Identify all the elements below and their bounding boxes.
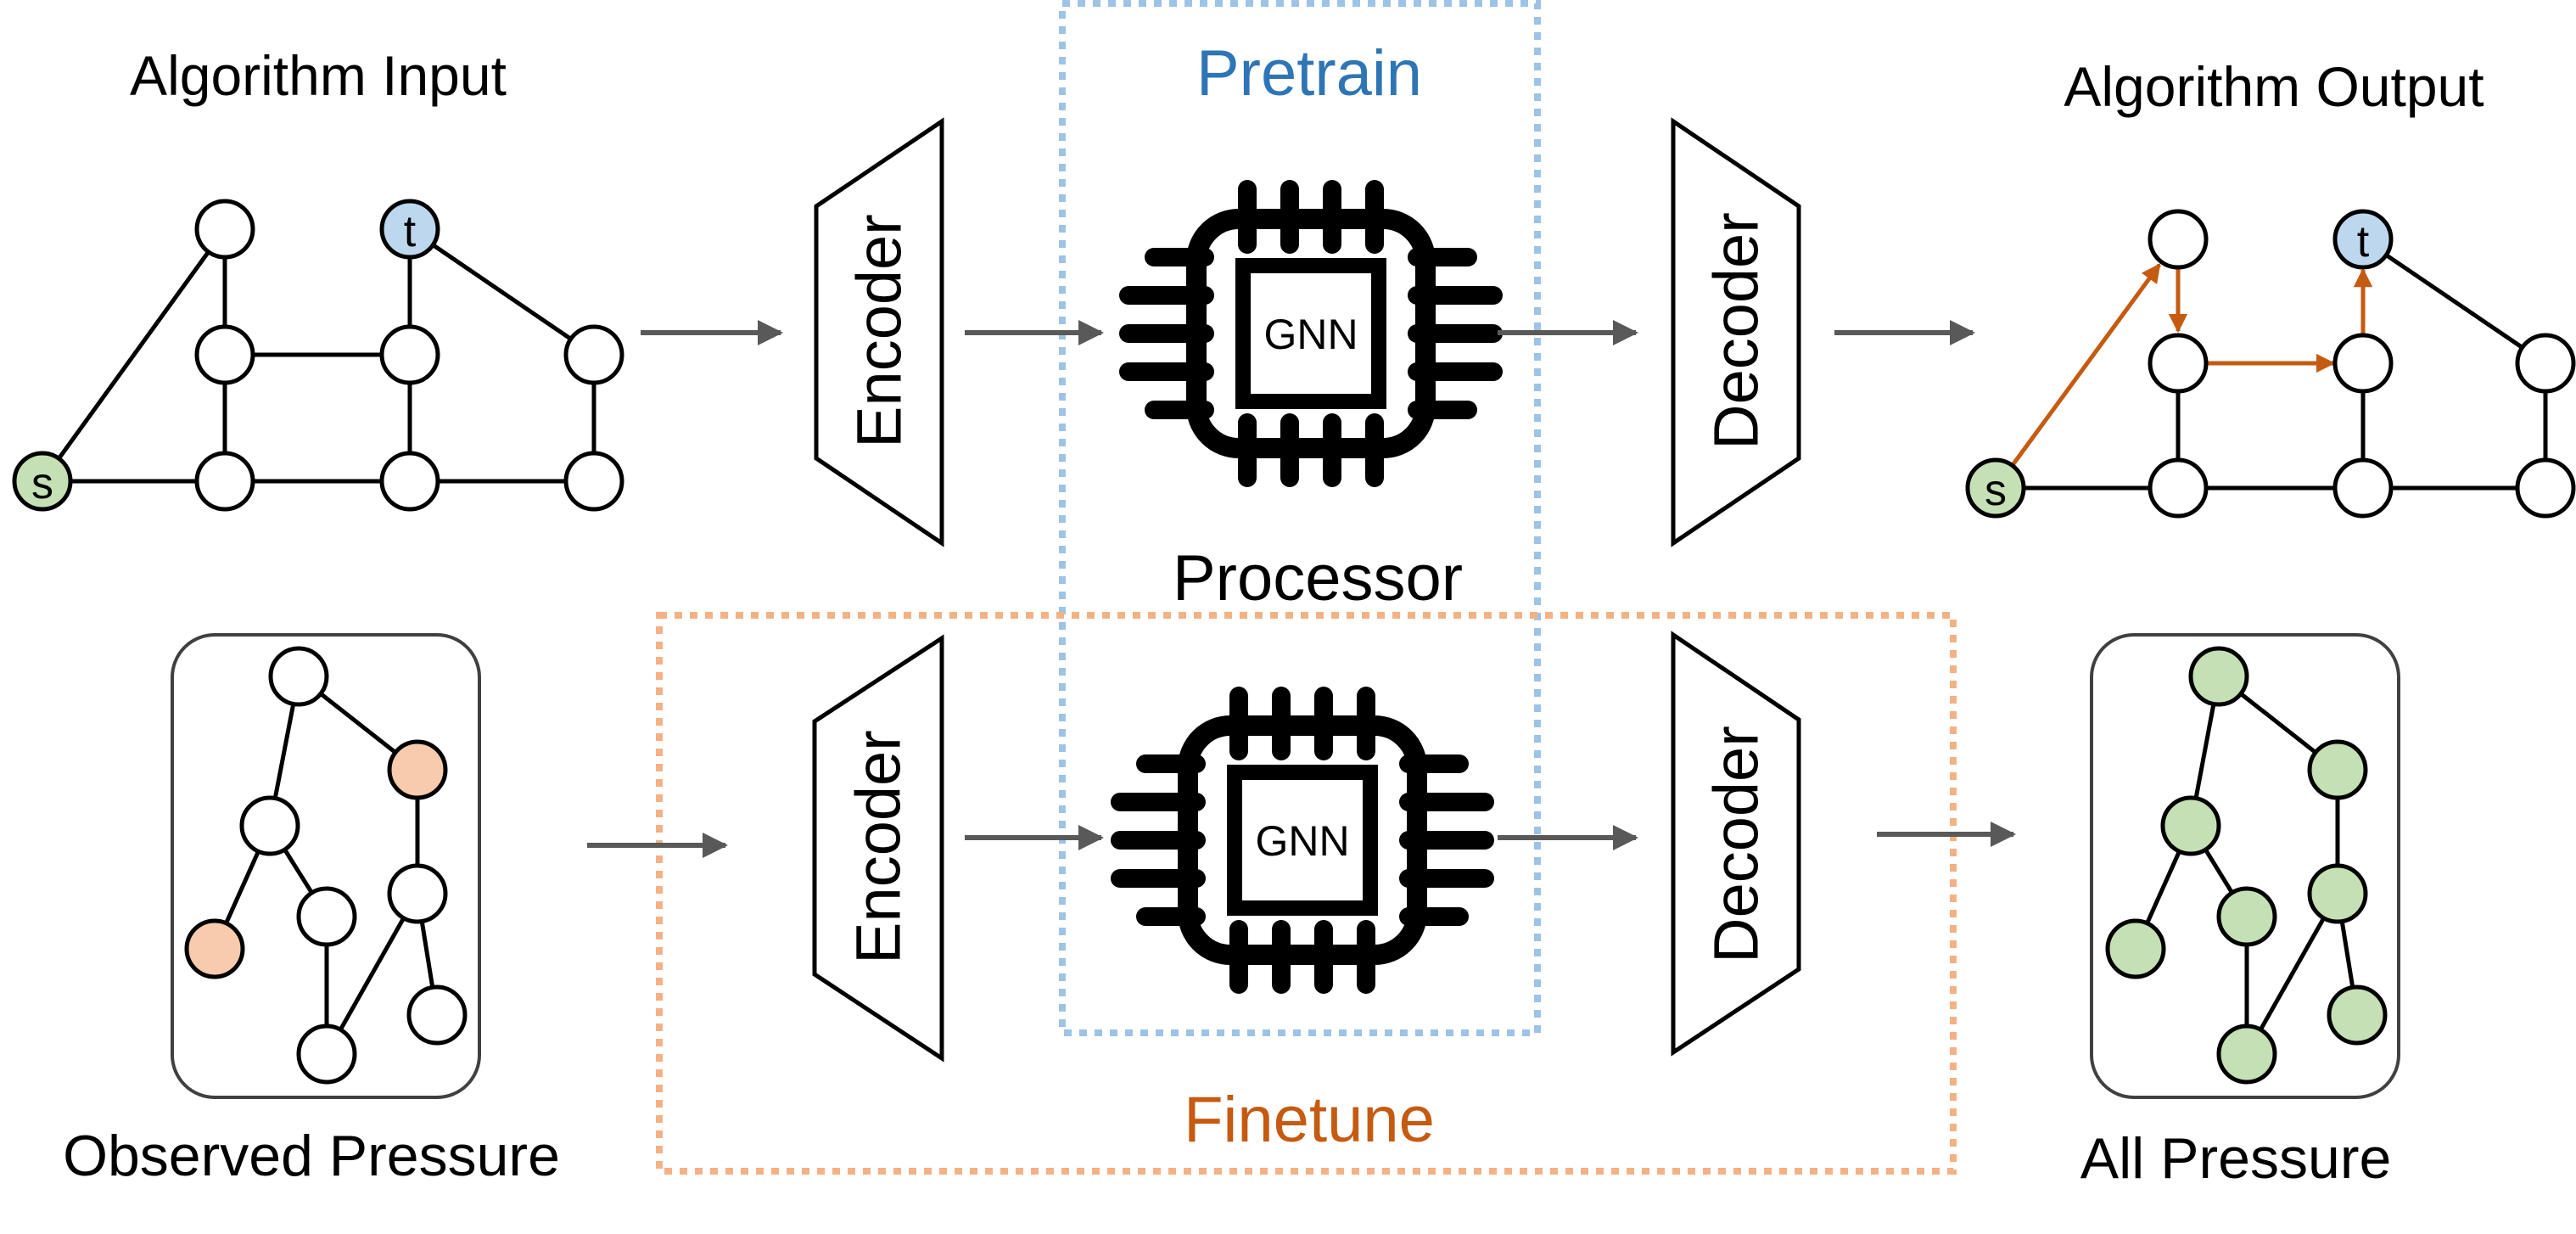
encoder-bottom-label: Encoder (843, 730, 914, 964)
predicted-node (2188, 646, 2249, 707)
graph-node (296, 1024, 357, 1085)
algorithm-input-title: Algorithm Input (130, 44, 507, 107)
predicted-node (2307, 863, 2368, 924)
graph-node (239, 795, 300, 856)
source-node (12, 451, 73, 512)
graph-node (2148, 457, 2209, 519)
decoder-bottom-label: Decoder (1701, 726, 1772, 963)
graph-node (379, 324, 440, 385)
decoder-top-label: Decoder (1701, 212, 1772, 450)
gnn-top-label: GNN (1263, 311, 1358, 358)
source-node-label: s (1985, 466, 2007, 515)
graph-node (194, 199, 255, 260)
target-node-label: t (404, 207, 417, 256)
encoder-top (814, 117, 944, 547)
predicted-node (2216, 886, 2277, 947)
source-node (1965, 457, 2026, 519)
predicted-node (2216, 1024, 2277, 1085)
gnn-bottom-label: GNN (1255, 817, 1349, 865)
encoder-top-label: Encoder (844, 214, 915, 448)
finetune-region (656, 612, 1957, 1175)
graph-node (379, 451, 440, 512)
pretrain-region (1059, 0, 1541, 1036)
predicted-node (2105, 918, 2166, 979)
graph-node (2148, 333, 2209, 394)
target-node-label: t (2357, 217, 2370, 266)
observed-node (387, 739, 448, 800)
graph-node (2148, 209, 2209, 270)
graph-node (2332, 333, 2394, 394)
observed-node (184, 918, 245, 979)
graph-node (2515, 457, 2576, 519)
encoder-bottom (812, 634, 944, 1063)
graph-node (296, 886, 357, 947)
target-node (2332, 209, 2394, 270)
graph-node (268, 646, 329, 707)
graph-node (194, 324, 255, 385)
processor-label: Processor (1173, 542, 1463, 614)
algorithm-output-title: Algorithm Output (2064, 55, 2484, 118)
predicted-node (2160, 795, 2221, 856)
graph-node (563, 324, 624, 385)
predicted-node (2307, 739, 2368, 800)
decoder-top (1671, 117, 1801, 547)
shortest-path (2010, 263, 2373, 467)
predicted-node (2327, 984, 2388, 1046)
graph-node (563, 451, 624, 512)
graph-node (194, 451, 255, 512)
target-node (379, 199, 440, 260)
graph-node (2515, 333, 2576, 394)
pretrain-label: Pretrain (1196, 37, 1422, 109)
graph-node (406, 984, 468, 1046)
observed-pressure-title: Observed Pressure (63, 1124, 560, 1188)
graph-node (2332, 457, 2394, 519)
finetune-label: Finetune (1184, 1084, 1435, 1156)
graph-node (387, 863, 448, 924)
algorithm-input-graph (40, 227, 596, 484)
decoder-bottom (1671, 631, 1801, 1057)
all-pressure-title: All Pressure (2080, 1126, 2392, 1191)
source-node-label: s (31, 459, 53, 508)
